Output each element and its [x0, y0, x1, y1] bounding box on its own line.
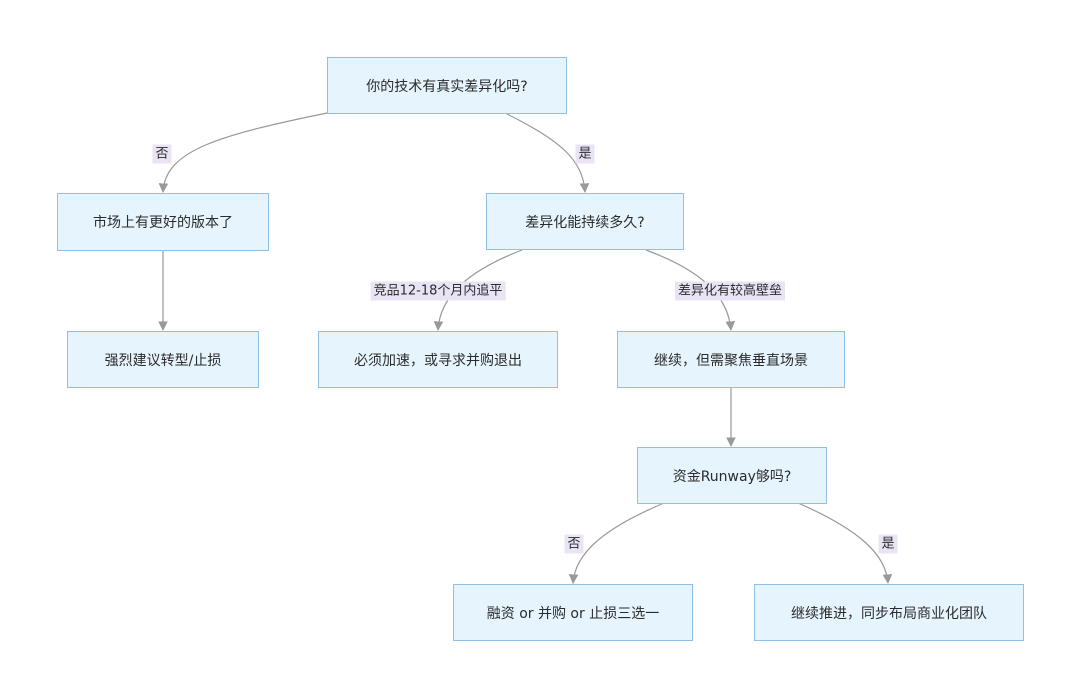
node-q-runway: 资金Runway够吗? — [637, 447, 827, 504]
node-pivot: 强烈建议转型/止损 — [67, 331, 259, 388]
edge-tech-to-better — [158, 112, 328, 193]
edge-label-barrier: 差异化有较高壁垒 — [674, 281, 786, 301]
node-better-version: 市场上有更好的版本了 — [57, 193, 269, 251]
edge-label-competitor: 竞品12-18个月内追平 — [370, 281, 506, 301]
edge-label-no: 否 — [152, 144, 172, 164]
edge-label-no: 否 — [564, 534, 584, 554]
edge-label-yes: 是 — [878, 534, 898, 554]
node-fund-options: 融资 or 并购 or 止损三选一 — [453, 584, 693, 641]
edge-runway-to-push — [797, 502, 893, 584]
node-accelerate: 必须加速，或寻求并购退出 — [318, 331, 558, 388]
edge-label-yes: 是 — [575, 144, 595, 164]
node-q-duration: 差异化能持续多久? — [486, 193, 684, 250]
node-q-tech: 你的技术有真实差异化吗? — [327, 57, 567, 114]
node-push-forward: 继续推进，同步布局商业化团队 — [754, 584, 1024, 641]
node-continue-vertical: 继续，但需聚焦垂直场景 — [617, 331, 845, 388]
edge-runway-to-fund — [568, 502, 665, 584]
edge-tech-to-duration — [504, 112, 590, 193]
